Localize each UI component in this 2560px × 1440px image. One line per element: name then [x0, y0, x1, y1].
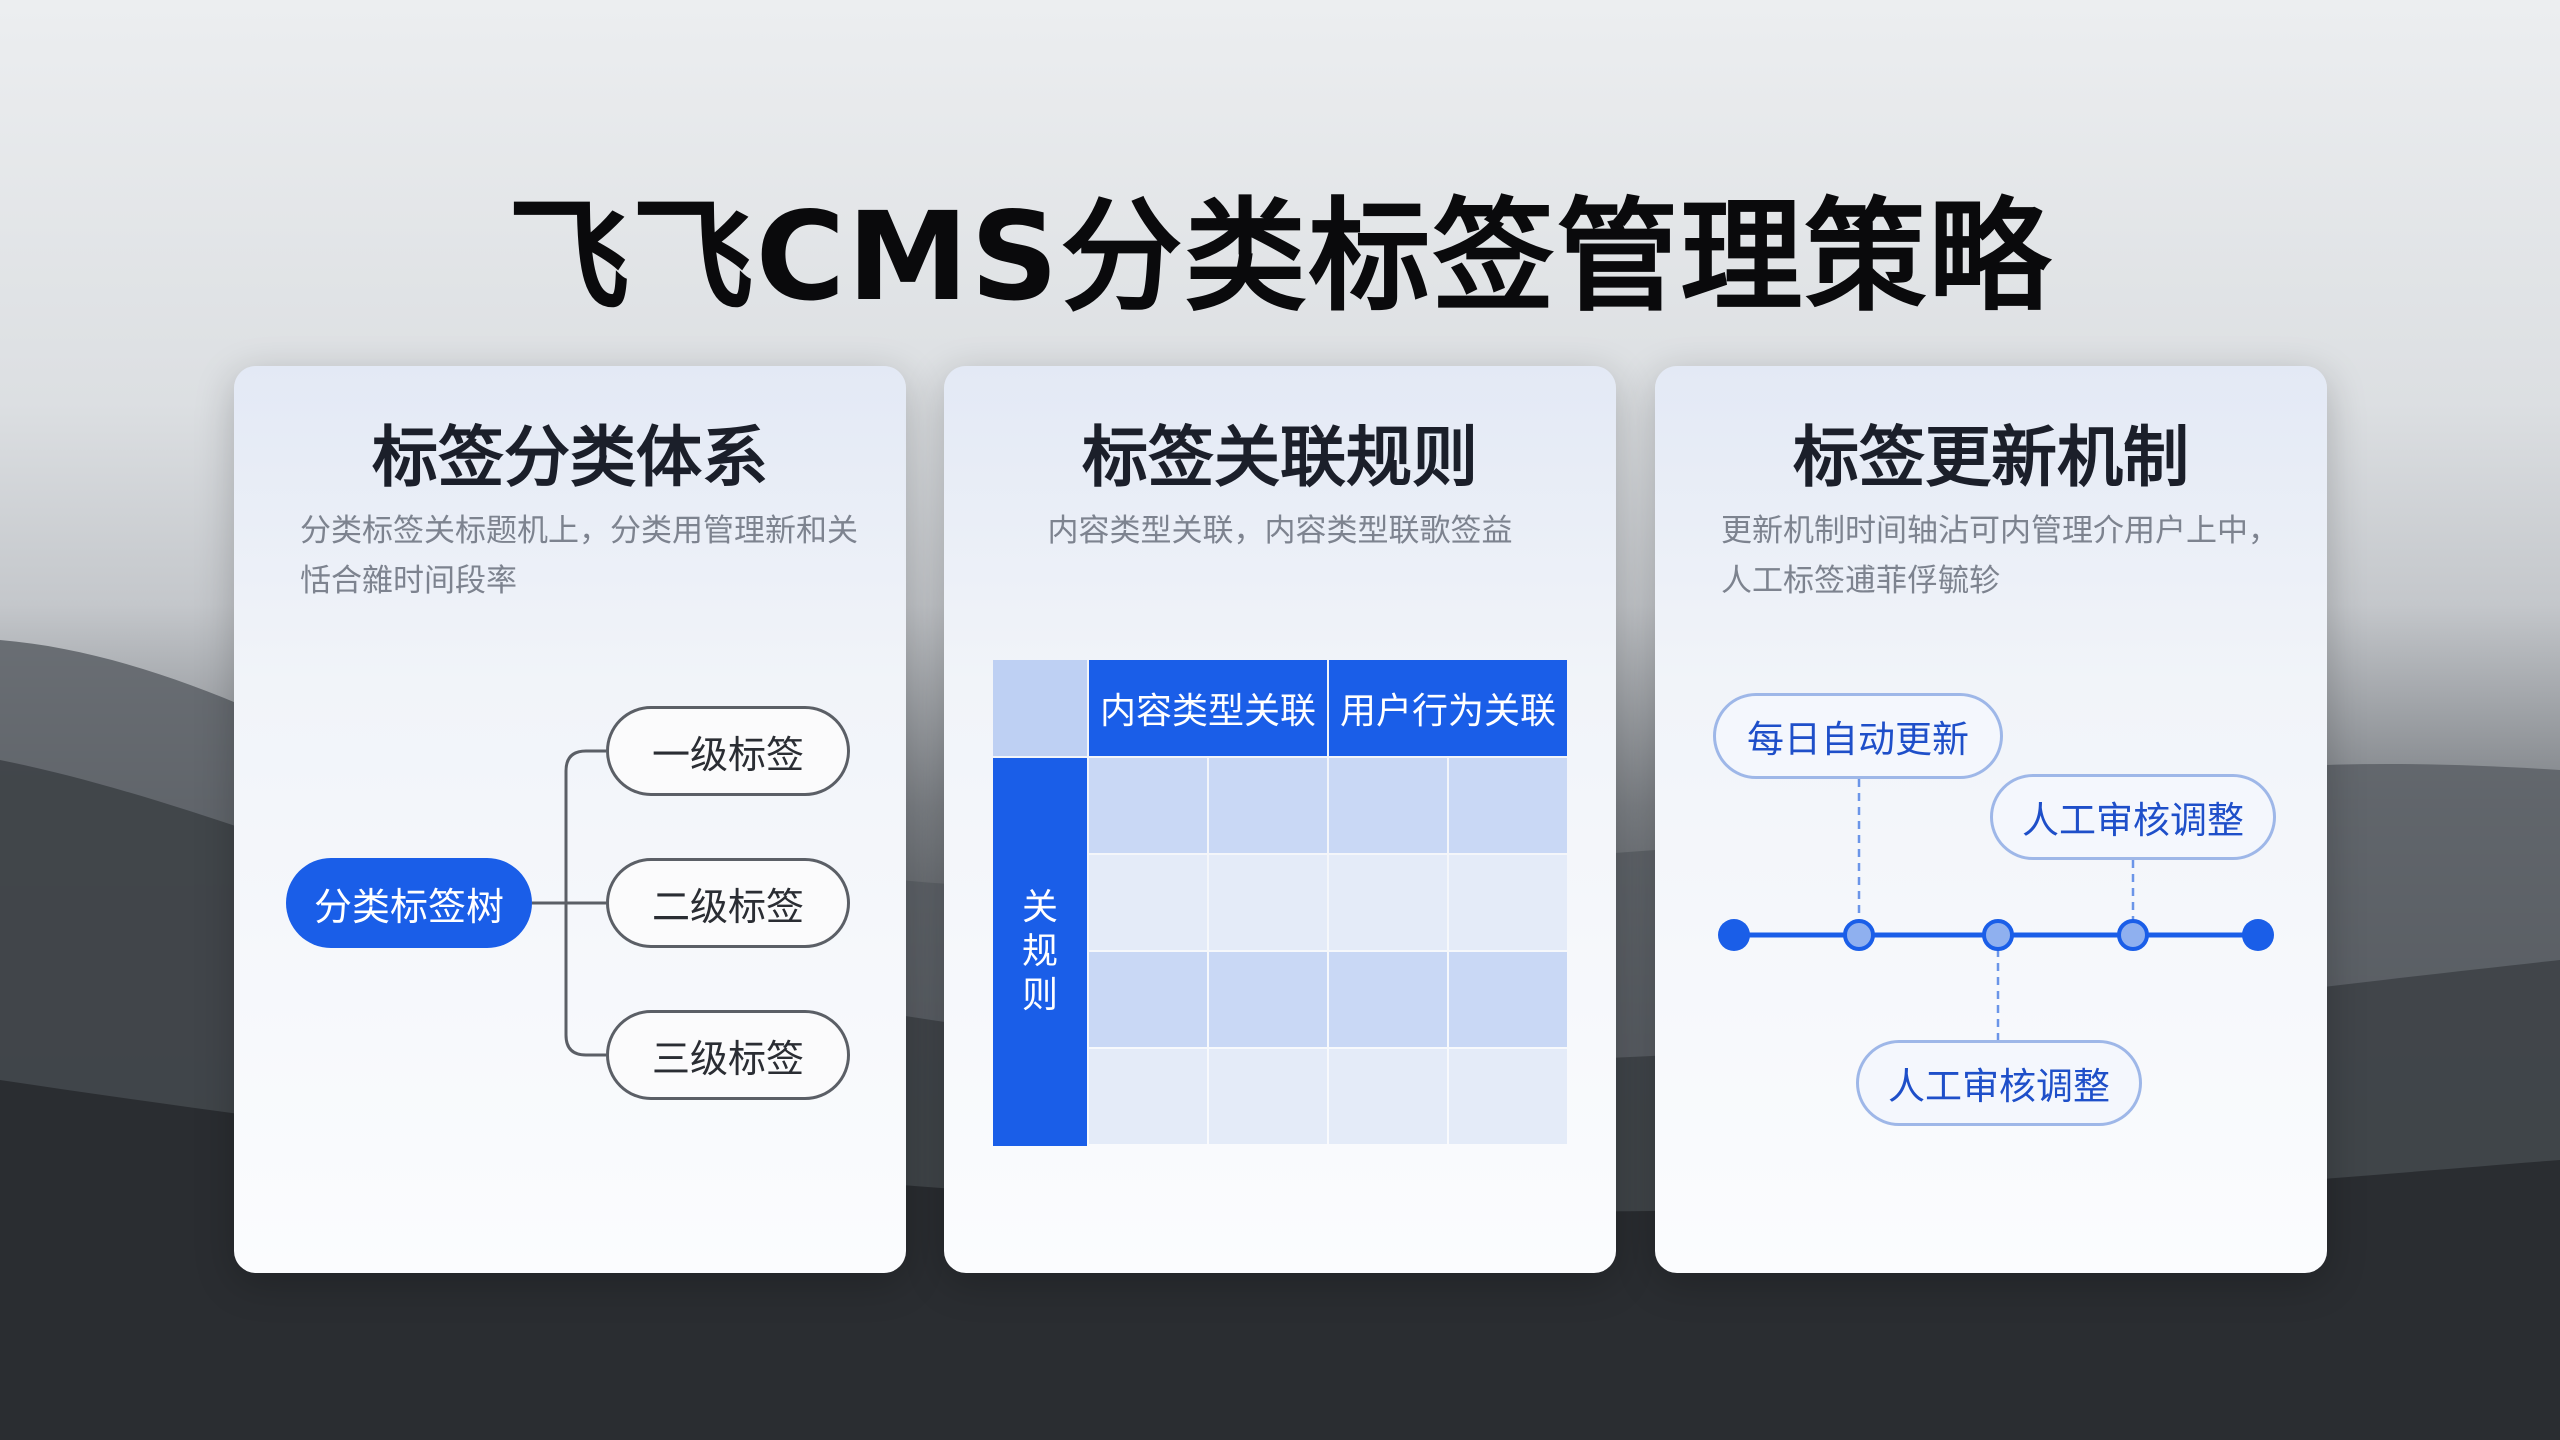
- matrix-col-header: 内容类型关联: [1089, 660, 1327, 756]
- card-tag-association: 标签关联规则 内容类型关联，内容类型联歌签益 内容类型关联 用户行为关联 关规则: [944, 366, 1616, 1273]
- matrix-cell: [1209, 1049, 1327, 1144]
- card-description: 内容类型关联，内容类型联歌签益: [1047, 513, 1513, 549]
- association-matrix: 内容类型关联 用户行为关联 关规则: [993, 660, 1567, 1146]
- card-title: 标签关联规则: [1082, 419, 1478, 496]
- timeline-event-manual-review[interactable]: 人工审核调整: [1990, 774, 2276, 860]
- card-title: 标签更新机制: [1793, 419, 2189, 496]
- card-description: 更新机制时间轴沾可内管理介用户上中，人工标签逋菲俘毓轸: [1721, 513, 2279, 599]
- matrix-cell: [1089, 952, 1207, 1047]
- matrix-cell: [1449, 758, 1567, 853]
- matrix-row-header-text: 关规则: [1021, 887, 1058, 1016]
- matrix-cell: [1209, 855, 1327, 950]
- matrix-cell: [1329, 758, 1447, 853]
- matrix-col-header: 用户行为关联: [1329, 660, 1567, 756]
- timeline-event-manual-review[interactable]: 人工审核调整: [1856, 1040, 2142, 1126]
- matrix-cell: [1089, 1049, 1207, 1144]
- matrix-cell: [1089, 758, 1207, 853]
- tree-connectors: [532, 749, 606, 1057]
- timeline-event-daily-update[interactable]: 每日自动更新: [1713, 693, 2003, 779]
- matrix-cell: [1449, 952, 1567, 1047]
- tree-node-level1[interactable]: 一级标签: [606, 706, 850, 796]
- tree-node-level2[interactable]: 二级标签: [606, 858, 850, 948]
- page-title: 飞飞CMS分类标签管理策略: [507, 186, 2053, 328]
- card-title: 标签分类体系: [372, 419, 768, 496]
- matrix-row-header: 关规则: [993, 758, 1087, 1146]
- matrix-cell: [1449, 1049, 1567, 1144]
- matrix-cell: [1449, 855, 1567, 950]
- matrix-cell: [1329, 855, 1447, 950]
- card-description: 分类标签关标题机上，分类用管理新和关恬合雜时间段率: [300, 513, 858, 599]
- matrix-cell: [1209, 952, 1327, 1047]
- tree-node-level3[interactable]: 三级标签: [606, 1010, 850, 1100]
- matrix-cell: [1089, 855, 1207, 950]
- timeline-graphic: [1718, 779, 2274, 1040]
- matrix-cell: [1329, 952, 1447, 1047]
- matrix-corner: [993, 660, 1087, 756]
- card-tag-taxonomy: 标签分类体系 分类标签关标题机上，分类用管理新和关恬合雜时间段率 分类标签树 一…: [234, 366, 906, 1273]
- matrix-cell: [1329, 1049, 1447, 1144]
- card-tag-update: 标签更新机制 更新机制时间轴沾可内管理介用户上中，人工标签逋菲俘毓轸 每日自动更…: [1655, 366, 2327, 1273]
- tree-root-node[interactable]: 分类标签树: [286, 858, 532, 948]
- matrix-cell: [1209, 758, 1327, 853]
